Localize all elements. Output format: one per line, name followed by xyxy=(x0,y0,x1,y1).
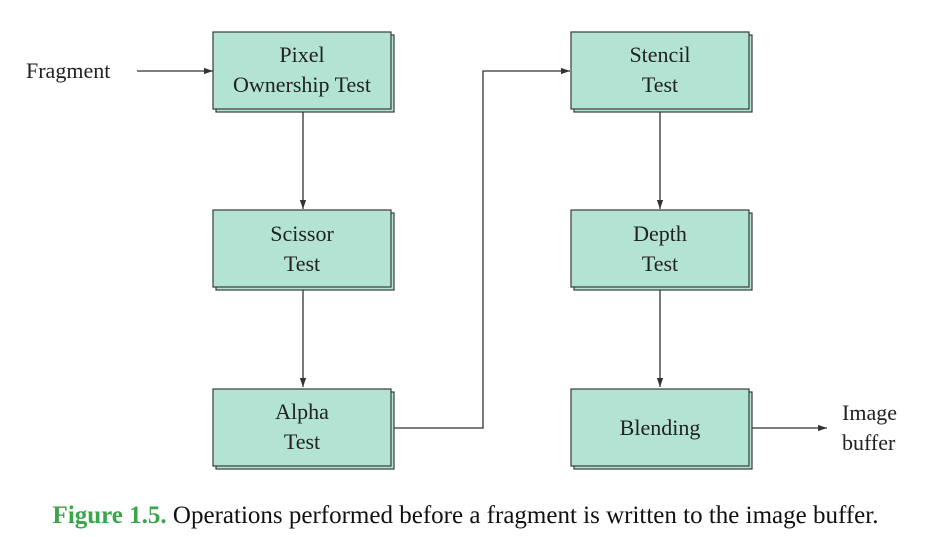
node-scissor-line-2: Test xyxy=(284,251,320,276)
node-stencil-line-2: Test xyxy=(642,72,678,97)
node-alpha-test: Alpha Test xyxy=(212,388,395,470)
edge-alpha-to-stencil xyxy=(392,67,570,429)
node-scissor-test: Scissor Test xyxy=(212,209,395,291)
node-pixel-ownership-test: Pixel Ownership Test xyxy=(212,31,395,113)
node-alpha-line-1: Alpha xyxy=(275,399,329,424)
node-scissor-line-1: Scissor xyxy=(270,221,334,246)
figure-caption-label: Figure 1.5. xyxy=(52,502,167,529)
node-pixel-ownership-line-2: Ownership Test xyxy=(233,72,371,97)
input-label-fragment: Fragment xyxy=(26,58,110,83)
node-alpha-line-2: Test xyxy=(284,429,320,454)
output-label-line-2: buffer xyxy=(842,430,896,455)
pipeline-diagram: Pixel Ownership Test Scissor Test Alpha … xyxy=(26,31,897,470)
figure-caption-text: Operations performed before a fragment i… xyxy=(166,502,879,529)
node-depth-line-2: Test xyxy=(642,251,678,276)
node-depth-test: Depth Test xyxy=(570,209,753,291)
node-blending: Blending xyxy=(570,388,753,470)
node-stencil-test: Stencil Test xyxy=(570,31,753,113)
output-label-line-1: Image xyxy=(842,400,897,425)
node-blending-line-1: Blending xyxy=(620,415,701,440)
node-depth-line-1: Depth xyxy=(633,221,687,246)
figure-caption: Figure 1.5. Operations performed before … xyxy=(0,502,931,530)
node-pixel-ownership-line-1: Pixel xyxy=(279,42,324,67)
node-stencil-line-1: Stencil xyxy=(629,42,690,67)
